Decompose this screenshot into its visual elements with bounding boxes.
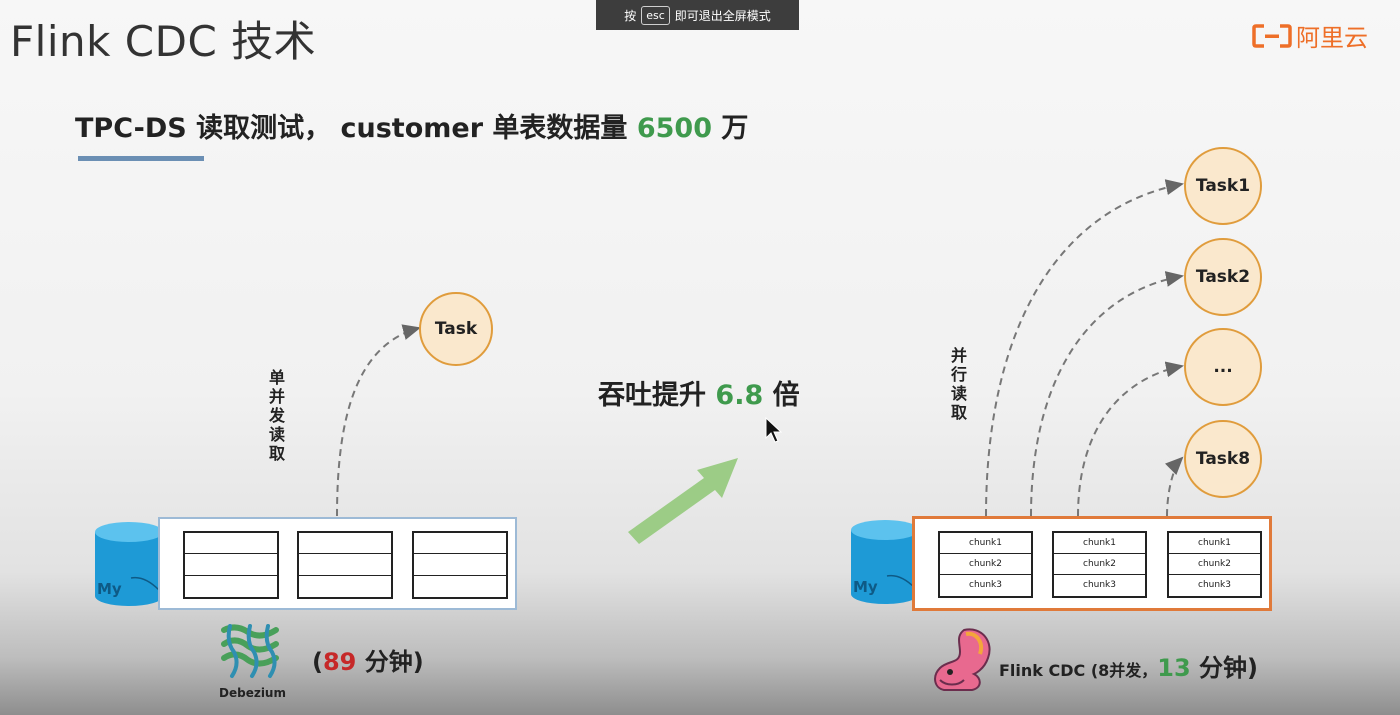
parallel-read-arrow-4 bbox=[1165, 456, 1184, 517]
throughput-prefix: 吞吐提升 bbox=[598, 380, 716, 411]
chunk-label: chunk2 bbox=[940, 554, 1031, 575]
table-block-1 bbox=[183, 531, 279, 599]
chunked-table-box: chunk1 chunk2 chunk3 chunk1 chunk2 chunk… bbox=[912, 516, 1272, 611]
caption-open: ( bbox=[312, 648, 323, 676]
mysql-database-icon: My bbox=[95, 522, 163, 606]
slide-title: Flink CDC 技术 bbox=[10, 17, 317, 66]
flinkcdc-caption-rest: 分钟) bbox=[1190, 654, 1259, 682]
parallel-read-arrow-3 bbox=[1077, 361, 1184, 517]
flinkcdc-minutes: 13 bbox=[1157, 654, 1191, 682]
mysql-badge-text-right: My bbox=[853, 578, 878, 596]
single-concurrency-read-label: 单并发读取 bbox=[268, 368, 285, 463]
throughput-suffix: 倍 bbox=[763, 380, 800, 411]
debezium-minutes: 89 bbox=[322, 648, 357, 676]
subtitle-suffix: 万 bbox=[711, 113, 749, 144]
cursor-icon bbox=[765, 416, 783, 443]
chunk-label: chunk3 bbox=[1198, 580, 1231, 591]
esc-key-badge[interactable]: esc bbox=[641, 5, 670, 25]
aliyun-mark-icon bbox=[1252, 23, 1292, 48]
subtitle-prefix: TPC-DS 读取测试， customer 单表数据量 bbox=[75, 113, 637, 144]
chunk-block-3: chunk1 chunk2 chunk3 bbox=[1167, 531, 1262, 598]
esc-banner-prefix: 按 bbox=[624, 8, 637, 23]
throughput-factor: 6.8 bbox=[715, 380, 764, 411]
debezium-logo-label: Debezium bbox=[219, 686, 286, 700]
task-node-8: Task8 bbox=[1184, 420, 1262, 498]
table-block-2 bbox=[297, 531, 393, 599]
parallel-read-arrow-2 bbox=[1030, 271, 1184, 517]
throughput-arrow-icon bbox=[628, 458, 738, 544]
parallel-read-label: 并行读取 bbox=[950, 346, 967, 422]
chunk-label: chunk3 bbox=[1083, 580, 1116, 591]
esc-banner-suffix: 即可退出全屏模式 bbox=[674, 8, 771, 23]
flinkcdc-duration-caption: Flink CDC (8并发，13 分钟) bbox=[999, 648, 1258, 683]
subtitle: TPC-DS 读取测试， customer 单表数据量 6500 万 bbox=[75, 106, 748, 145]
task-node: Task bbox=[419, 292, 493, 366]
chunk-block-1: chunk1 chunk2 chunk3 bbox=[938, 531, 1033, 598]
aliyun-logo: 阿里云 bbox=[1252, 18, 1368, 53]
fullscreen-exit-banner: 按 esc 即可退出全屏模式 bbox=[596, 0, 799, 30]
debezium-duration-caption: (89 分钟) bbox=[312, 642, 424, 677]
task-node-2: Task2 bbox=[1184, 238, 1262, 316]
single-read-arrow bbox=[336, 324, 421, 517]
mysql-badge-text: My bbox=[97, 580, 122, 598]
table-block-3 bbox=[412, 531, 508, 599]
chunk-label: chunk1 bbox=[1054, 533, 1145, 554]
task-node-ellipsis: ... bbox=[1184, 328, 1262, 406]
throughput-improvement-text: 吞吐提升 6.8 倍 bbox=[598, 373, 800, 412]
chunk-label: chunk1 bbox=[1169, 533, 1260, 554]
aliyun-brand-name: 阿里云 bbox=[1296, 24, 1368, 52]
mysql-database-icon-right: My bbox=[851, 520, 919, 604]
debezium-logo-icon bbox=[221, 624, 279, 678]
subtitle-row-count: 6500 bbox=[636, 113, 712, 144]
caption-rest: 分钟) bbox=[356, 648, 424, 676]
flink-squirrel-logo-icon bbox=[934, 628, 991, 691]
chunk-block-2: chunk1 chunk2 chunk3 bbox=[1052, 531, 1147, 598]
chunk-label: chunk1 bbox=[940, 533, 1031, 554]
chunk-label: chunk3 bbox=[969, 580, 1002, 591]
parallel-read-arrow-1 bbox=[985, 179, 1184, 517]
flinkcdc-caption-prefix: Flink CDC (8并发， bbox=[999, 661, 1158, 680]
chunk-label: chunk2 bbox=[1169, 554, 1260, 575]
single-table-box bbox=[158, 517, 517, 610]
task-node-1: Task1 bbox=[1184, 147, 1262, 225]
chunk-label: chunk2 bbox=[1054, 554, 1145, 575]
subtitle-underline bbox=[78, 156, 204, 161]
